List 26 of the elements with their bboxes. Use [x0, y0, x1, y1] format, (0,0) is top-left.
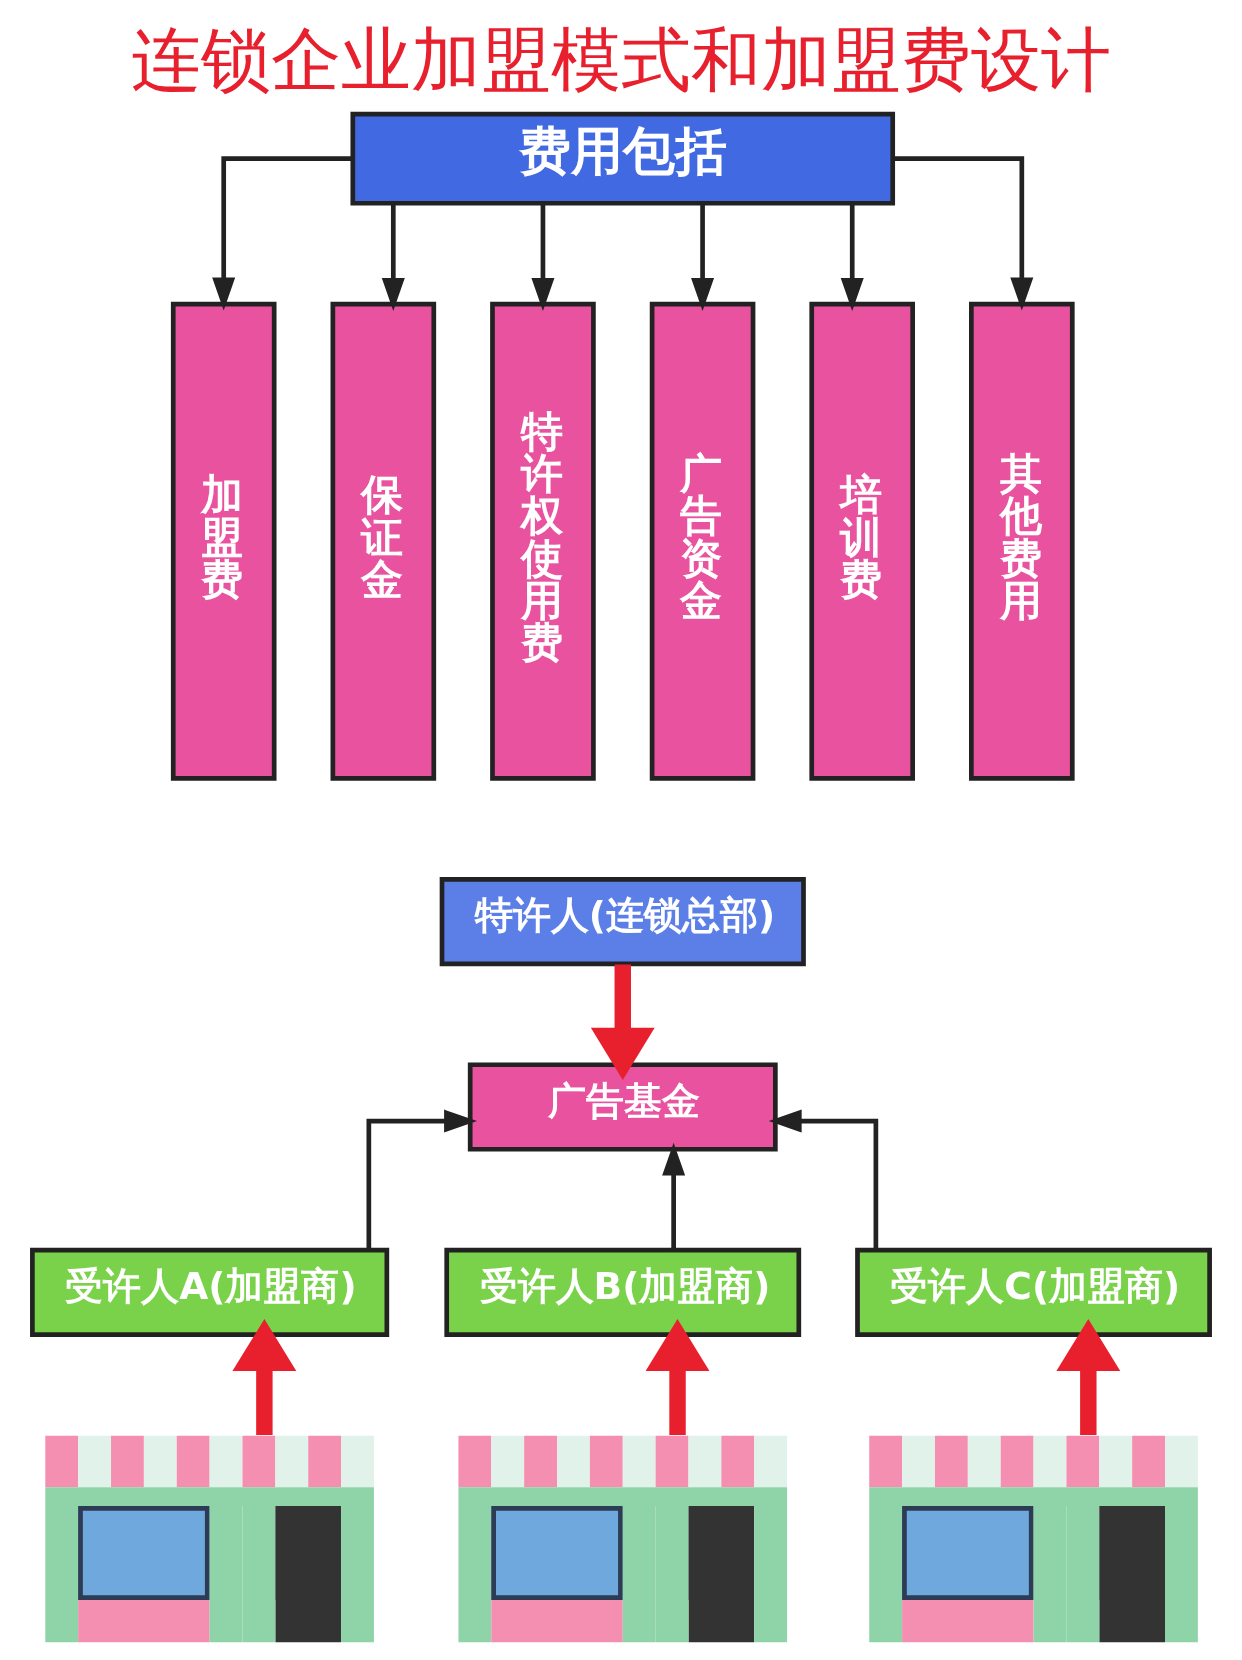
node-box: 受许人B(加盟商)	[444, 1247, 802, 1338]
arrow	[366, 1109, 477, 1251]
arrow	[645, 1319, 710, 1436]
arrow	[381, 203, 405, 311]
node-box: 特许权使用费	[490, 301, 596, 781]
arrow	[232, 1319, 297, 1436]
node-box: 保证金	[330, 301, 437, 781]
arrow	[590, 964, 655, 1080]
arrow	[1056, 1319, 1121, 1436]
node-box: 受许人A(加盟商)	[30, 1247, 390, 1338]
arrow	[893, 156, 1034, 311]
arrow	[662, 1142, 686, 1250]
arrow	[840, 203, 864, 311]
node-box: 受许人C(加盟商)	[855, 1247, 1212, 1338]
node-box: 加盟费	[170, 301, 277, 781]
arrow	[691, 203, 715, 311]
node-box: 特许人(连锁总部)	[439, 876, 806, 967]
diagram-title: 连锁企业加盟模式和加盟费设计	[131, 18, 1111, 101]
node-box: 广告资金	[649, 301, 756, 781]
arrow	[212, 156, 353, 311]
arrow	[531, 203, 555, 311]
node-box: 培训费	[809, 301, 915, 781]
arrow	[768, 1109, 879, 1251]
node-box: 其他费用	[969, 301, 1075, 781]
node-box: 费用包括	[350, 111, 896, 206]
node-box: 广告基金	[467, 1062, 778, 1152]
